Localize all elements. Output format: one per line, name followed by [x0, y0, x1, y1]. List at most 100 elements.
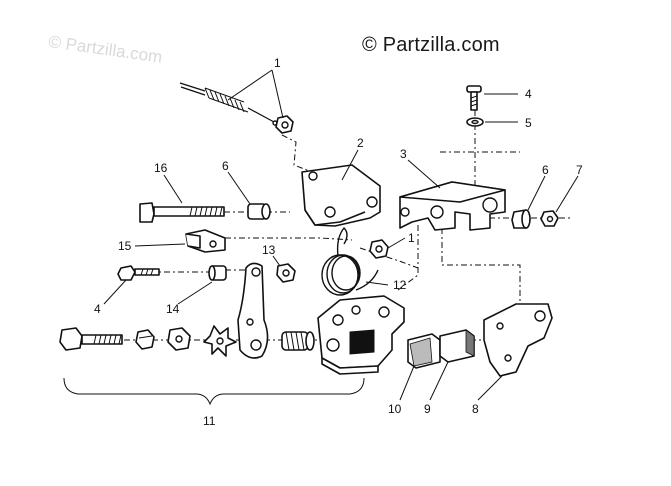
callout-7: 7	[576, 163, 583, 177]
callout-4-top: 4	[525, 87, 532, 101]
caliper-hole-3	[378, 306, 390, 318]
assy-line-cable	[281, 134, 313, 173]
bracket-top-hole-l	[400, 207, 410, 217]
pivot-arm-hole-bottom	[250, 339, 262, 351]
spring-12-coil-3	[331, 255, 361, 291]
callout-13: 13	[262, 243, 276, 257]
clamp-15-side	[185, 233, 201, 249]
cable-spring	[204, 87, 249, 113]
adjuster-assembly-11	[59, 325, 315, 357]
bracket-top-hole-m	[430, 205, 444, 219]
bracket-left-hole-right	[366, 196, 378, 208]
washer-5	[466, 117, 484, 127]
leader-lines	[103, 69, 579, 401]
callout-5: 5	[525, 116, 532, 130]
bracket-11	[63, 377, 365, 406]
nut-1-mid	[369, 239, 389, 259]
callout-6-left: 6	[222, 159, 229, 173]
sleeve-14	[208, 265, 227, 281]
bracket-top	[399, 181, 506, 231]
adjuster-nut-a-body	[135, 329, 155, 350]
adjuster-bolt-head	[59, 327, 83, 351]
assy-line-nut1	[359, 247, 419, 269]
adjuster-sleeve-body	[281, 331, 309, 351]
sleeve-right-end	[521, 209, 531, 229]
pivot-arm-plate	[237, 262, 269, 359]
nut-13	[276, 263, 296, 283]
sleeve-14-end	[208, 265, 216, 281]
bracket-left	[301, 164, 381, 227]
sleeve-right	[511, 209, 531, 229]
nut-7	[540, 210, 559, 227]
bolt-4-mid	[117, 265, 160, 281]
callout-12: 12	[393, 278, 407, 292]
nut-7-hole	[546, 215, 554, 223]
bracket-left-flange	[304, 209, 366, 226]
adjuster-nut-b	[167, 327, 191, 351]
pivot-arm-hole-mid	[246, 318, 254, 326]
callout-8: 8	[472, 402, 479, 416]
assy-line-12	[397, 225, 419, 291]
clamp-15	[185, 229, 226, 253]
caliper-hole-2	[351, 305, 361, 315]
caliper	[317, 295, 405, 375]
cable-end	[247, 107, 275, 123]
bolt-16-head	[139, 202, 155, 223]
callout-16: 16	[154, 161, 168, 175]
adjuster-bolt-shank	[81, 334, 123, 345]
cable-wire-2	[180, 86, 206, 96]
spring-12-coil-2	[326, 254, 360, 294]
callout-15: 15	[118, 239, 132, 253]
adjuster-lockwasher	[203, 325, 237, 357]
spring-12	[321, 226, 379, 296]
bolt-4-mid-head	[117, 265, 136, 281]
plate-8-hole-l	[496, 322, 504, 330]
bracket-left-hole-top	[308, 171, 318, 181]
nut-13-hole	[282, 269, 290, 277]
backing-plate-9	[439, 329, 475, 363]
nut-1-mid-hole	[375, 245, 383, 253]
pivot-arm	[237, 262, 269, 359]
plate-8-body	[483, 303, 553, 377]
bolt-16	[139, 202, 225, 223]
cable-nut-hole	[281, 121, 289, 129]
backing-plate-9-edge	[465, 329, 475, 357]
bolt-16-shank	[153, 206, 225, 217]
cable-assembly	[179, 82, 294, 134]
bracket-top-hole-r	[482, 197, 498, 213]
washer-5-hole	[471, 119, 479, 125]
adjuster-sleeve	[281, 331, 315, 351]
plate-8-hole-bottom	[504, 354, 512, 362]
cable-wire	[179, 82, 206, 92]
assy-line-3	[441, 214, 521, 318]
caliper-base	[321, 357, 379, 375]
caliper-pocket	[349, 329, 375, 355]
callout-11: 11	[203, 414, 216, 428]
brake-pad-10	[407, 333, 441, 369]
adjuster-bolt	[59, 327, 123, 351]
bolt-top-head	[466, 85, 482, 93]
sleeve-6-end	[261, 203, 271, 220]
plate-8-hole-top	[534, 310, 546, 322]
pivot-arm-hole-top	[251, 267, 261, 277]
assy-line-15	[225, 237, 353, 241]
plate-8	[483, 303, 553, 377]
clamp-15-hole	[209, 240, 217, 248]
bracket-left-hole-mid	[324, 206, 336, 218]
callouts: 1 2 3 4 5 6 7 16 6 15 13 1 12 4 14 11 10…	[94, 56, 583, 428]
adjuster-sleeve-end	[305, 331, 315, 351]
spring-12-arm-top	[336, 226, 348, 257]
callout-14: 14	[166, 302, 180, 316]
caliper-hole-4	[326, 338, 340, 352]
adjuster-nut-b-hole	[175, 335, 183, 343]
bolt-top	[466, 85, 482, 111]
callout-1-top: 1	[274, 56, 281, 70]
caliper-hole-1	[332, 314, 344, 326]
callout-2: 2	[357, 136, 364, 150]
bracket-top-face	[399, 181, 506, 203]
watermark: © Partzilla.com	[362, 34, 500, 56]
callout-4-mid: 4	[94, 302, 101, 316]
callout-1-mid: 1	[408, 231, 415, 245]
